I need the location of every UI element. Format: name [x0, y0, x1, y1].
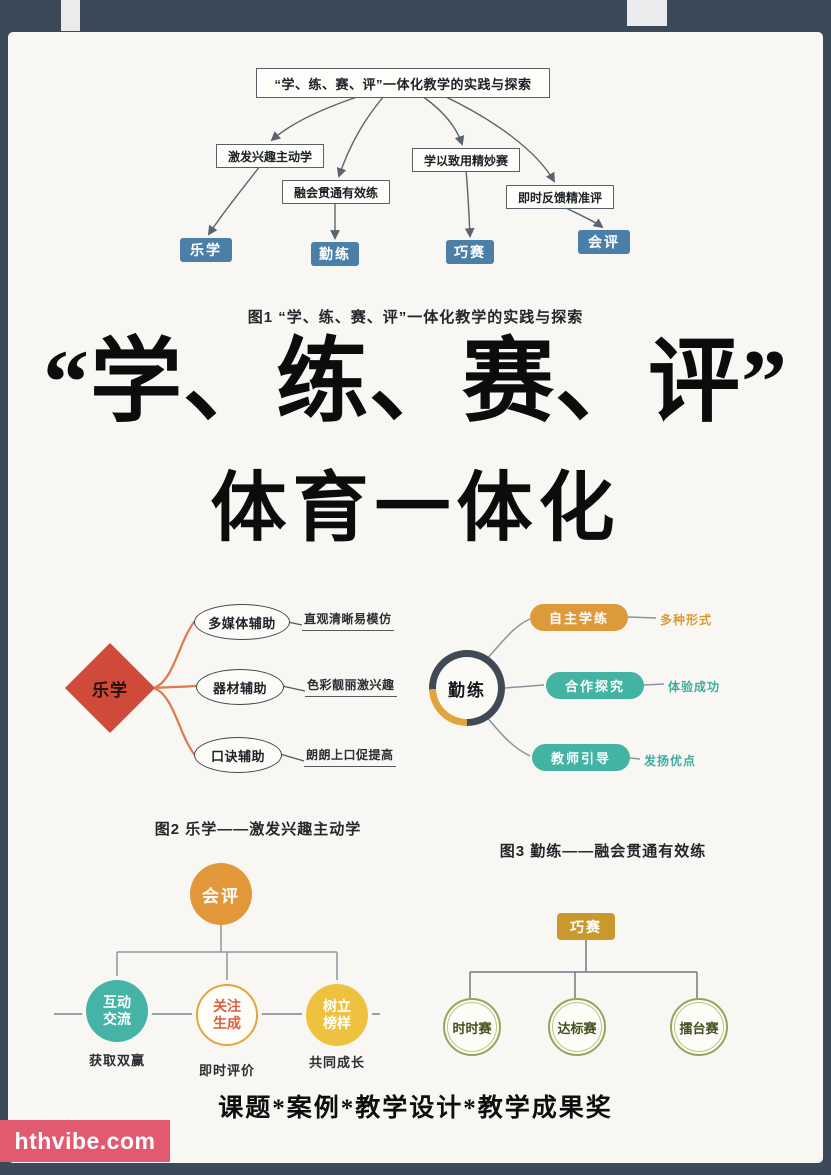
fig5-node-arena-match: 擂台赛: [670, 998, 728, 1056]
fig4-node-interaction: 互动交流: [86, 980, 148, 1042]
fig1-branch-evaluate: 即时反馈精准评: [506, 185, 614, 209]
poster-page: “学、练、赛、评”一体化教学的实践与探索 激发兴趣主动学 融会贯通有效练 学以致…: [8, 32, 823, 1163]
fig3-note-self-study: 多种形式: [660, 613, 713, 627]
fig4-note-generation: 即时评价: [198, 1063, 255, 1078]
fig1-result-learn: 乐学: [180, 238, 232, 262]
fig5-node-standard-match: 达标赛: [548, 998, 606, 1056]
fig3-note-teacher-guidance: 发扬优点: [644, 754, 697, 768]
fig2-caption: 图2 乐学——激发兴趣主动学: [154, 821, 362, 838]
watermark-badge: hthvibe.com: [0, 1120, 170, 1162]
hero-title-line2: 体育一体化: [210, 467, 621, 551]
hero-title-line1: “学、练、赛、评”: [42, 331, 788, 433]
fig3-node-cooperation: 合作探究: [546, 672, 644, 699]
fig4-note-interaction: 获取双赢: [88, 1053, 145, 1068]
fig3-root-node: 勤练: [436, 657, 498, 719]
fig1-result-practice: 勤练: [311, 242, 359, 266]
fig2-note-multimedia: 直观清晰易模仿: [302, 610, 394, 631]
fig1-title-box: “学、练、赛、评”一体化教学的实践与探索: [256, 68, 550, 98]
window-fragment-left: [61, 0, 80, 31]
fig5-root-node: 巧赛: [557, 913, 615, 940]
fig5-node-anytime-match: 时时赛: [443, 998, 501, 1056]
fig3-node-teacher-guidance: 教师引导: [532, 744, 630, 771]
fig1-branch-practice: 融会贯通有效练: [282, 180, 390, 204]
fig2-node-equipment: 器材辅助: [196, 669, 284, 705]
fig2-note-equipment: 色彩靓丽激兴趣: [305, 676, 397, 697]
fig1-result-evaluate: 会评: [578, 230, 630, 254]
fig4-node-interaction-label: 互动交流: [103, 993, 131, 1028]
fig1-branch-compete: 学以致用精妙赛: [412, 148, 520, 172]
fig4-note-role-model: 共同成长: [308, 1055, 365, 1070]
fig2-node-multimedia: 多媒体辅助: [194, 604, 290, 640]
fig4-node-role-model: 树立榜样: [306, 984, 368, 1046]
fig2-note-mnemonic: 朗朗上口促提高: [304, 746, 396, 767]
footer-text: 课题*案例*教学设计*教学成果奖: [218, 1095, 613, 1122]
fig1-branch-learn: 激发兴趣主动学: [216, 144, 324, 168]
fig4-root-node: 会评: [190, 863, 252, 925]
window-fragment-right: [627, 0, 667, 26]
fig4-node-role-model-label: 树立榜样: [323, 997, 351, 1032]
fig3-caption: 图3 勤练——融会贯通有效练: [499, 843, 707, 860]
fig2-root-node: 乐学: [65, 643, 155, 733]
fig4-node-generation: 关注生成: [196, 984, 258, 1046]
fig4-node-generation-label: 关注生成: [213, 997, 241, 1032]
fig1-caption: 图1 “学、练、赛、评”一体化教学的实践与探索: [247, 309, 584, 326]
fig3-root-ring: 勤练: [429, 650, 505, 726]
fig2-node-mnemonic: 口诀辅助: [194, 737, 282, 773]
fig1-result-compete: 巧赛: [446, 240, 494, 264]
fig3-note-cooperation: 体验成功: [668, 680, 721, 694]
fig3-node-self-study: 自主学练: [530, 604, 628, 631]
